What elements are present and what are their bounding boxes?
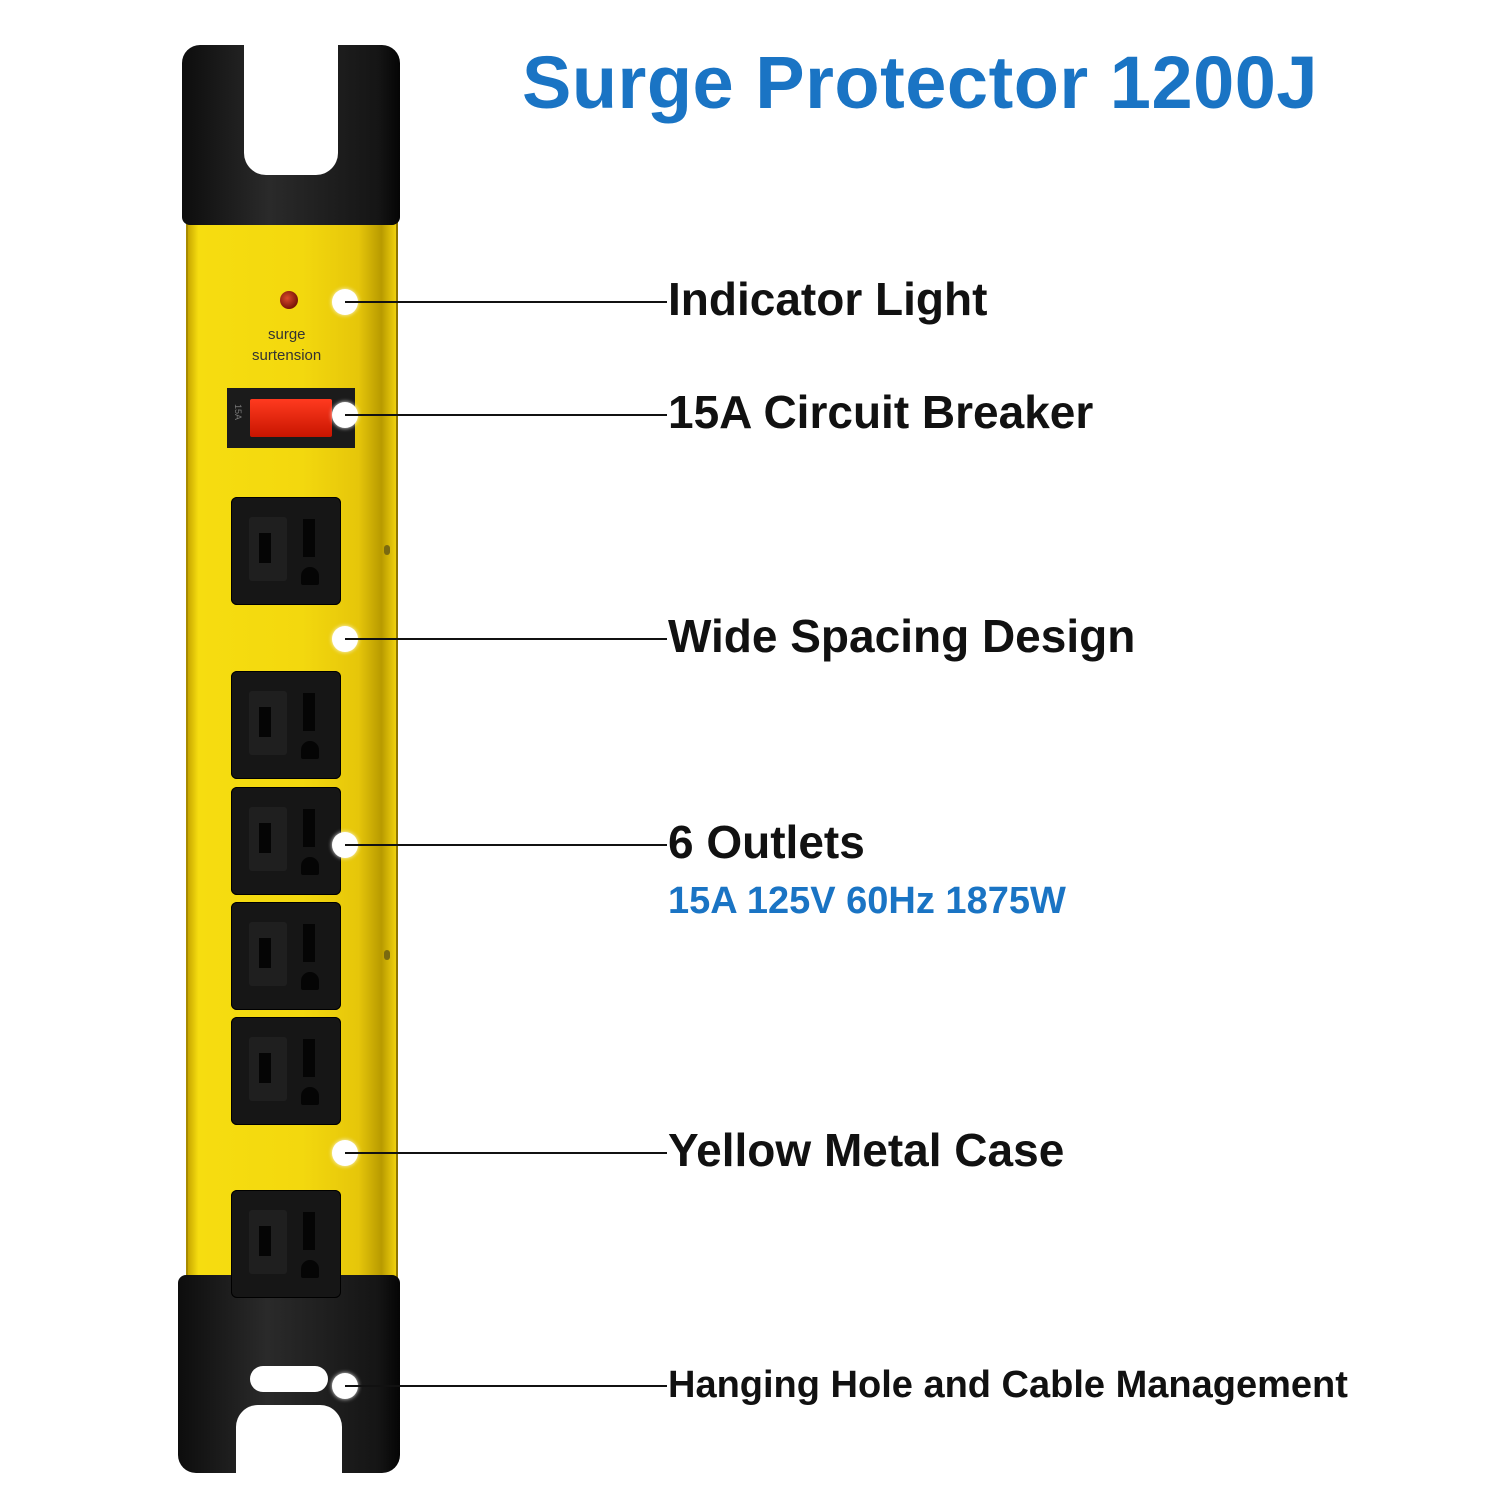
callout-outlets: 6 Outlets xyxy=(668,816,865,868)
case-rivet xyxy=(384,545,390,555)
bottom-cap-notch xyxy=(236,1405,342,1473)
callout-circuit-breaker: 15A Circuit Breaker xyxy=(668,386,1094,438)
outlet-3 xyxy=(231,787,341,895)
callout-line-breaker xyxy=(345,414,667,416)
outlet-5 xyxy=(231,1017,341,1125)
outlet-6 xyxy=(231,1190,341,1298)
outlet-4 xyxy=(231,902,341,1010)
callout-line-hanging xyxy=(345,1385,667,1387)
callout-line-outlets xyxy=(345,844,667,846)
circuit-breaker-switch xyxy=(250,399,332,437)
indicator-label-surtension: surtension xyxy=(252,347,322,364)
callout-metal-case: Yellow Metal Case xyxy=(668,1124,1065,1176)
callout-hanging-hole: Hanging Hole and Cable Management xyxy=(668,1364,1348,1406)
hanging-hole xyxy=(250,1366,328,1392)
callout-wide-spacing: Wide Spacing Design xyxy=(668,610,1136,662)
indicator-label-surge: surge xyxy=(268,326,306,343)
top-cap-notch xyxy=(244,45,338,175)
breaker-rating-mark: 15A xyxy=(233,404,243,421)
outlet-spec-text: 15A 125V 60Hz 1875W xyxy=(668,880,1066,922)
callout-line-indicator xyxy=(345,301,667,303)
outlet-1 xyxy=(231,497,341,605)
callout-line-spacing xyxy=(345,638,667,640)
outlet-2 xyxy=(231,671,341,779)
indicator-light-icon xyxy=(280,291,298,309)
callout-line-case xyxy=(345,1152,667,1154)
case-rivet xyxy=(384,950,390,960)
callout-indicator-light: Indicator Light xyxy=(668,273,988,325)
page-title: Surge Protector 1200J xyxy=(522,41,1319,124)
